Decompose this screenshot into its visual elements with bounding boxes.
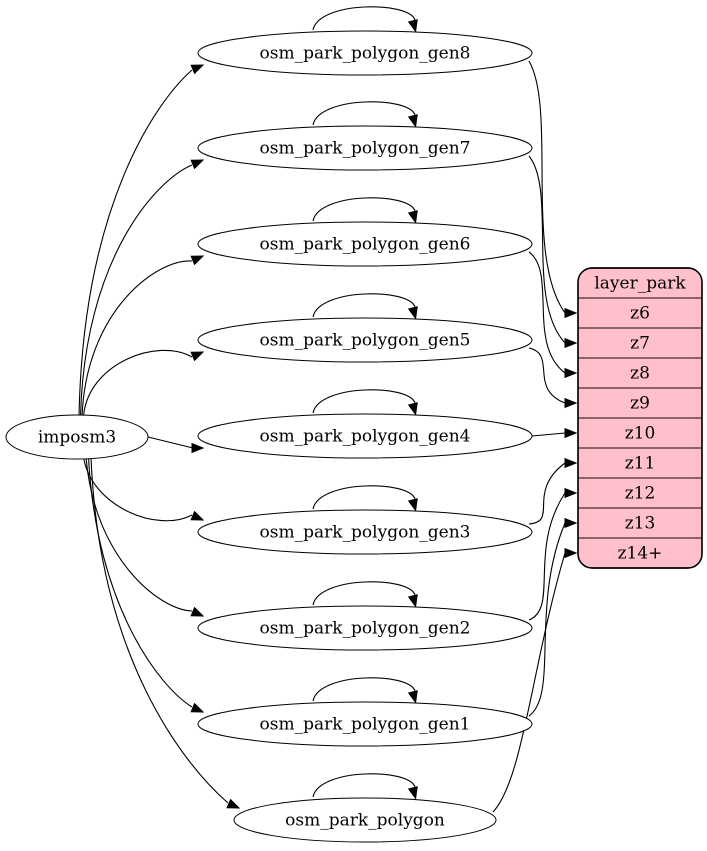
nodes-layer: osm_park_polygon_gen8 osm_park_polygon_ge… — [5, 30, 533, 843]
edges-layer — [78, 60, 578, 813]
self-loop-arrowhead — [407, 19, 418, 33]
node-osm_park_polygon_gen3-label: osm_park_polygon_gen3 — [260, 523, 471, 543]
edge-osm_park_polygon_gen1-to-z13 — [528, 522, 566, 717]
self-loop-osm_park_polygon_gen3 — [312, 485, 416, 510]
self-loop-osm_park_polygon — [312, 773, 416, 798]
node-osm_park_polygon_gen8[interactable] — [197, 30, 533, 76]
node-osm_park_polygon-label: osm_park_polygon — [285, 811, 445, 831]
node-osm_park_polygon_gen6[interactable] — [197, 221, 533, 267]
self-loop-arrowhead — [407, 210, 418, 224]
layer-park-row-z14+[interactable]: z14+ — [618, 544, 663, 564]
self-loop-arrowhead — [407, 594, 418, 608]
edge-osm_park_polygon_gen3-to-z11 — [528, 462, 566, 525]
edge-arrowhead — [190, 255, 205, 266]
edge-arrowhead — [564, 487, 578, 499]
self-loop-arrowhead — [407, 498, 418, 512]
edge-arrowhead — [564, 397, 578, 409]
self-loop-osm_park_polygon_gen2 — [312, 581, 416, 606]
edge-arrowhead — [564, 427, 578, 439]
layer-park-row-z6[interactable]: z6 — [630, 304, 650, 324]
layer-park-row-z12[interactable]: z12 — [625, 484, 656, 504]
edge-arrowhead — [190, 159, 205, 170]
self-loop-arrowhead — [407, 402, 418, 416]
self-loops-layer — [312, 6, 418, 800]
self-loop-osm_park_polygon_gen5 — [312, 293, 416, 318]
self-loop-arrowhead — [407, 114, 418, 128]
layer-park-table[interactable]: layer_park z6 z7 z8 z9 z10 z11 z12 z13 z14+ — [577, 267, 703, 569]
self-loop-osm_park_polygon_gen8 — [312, 6, 416, 31]
self-loop-arrowhead — [407, 786, 418, 800]
layer-park-row-z10[interactable]: z10 — [625, 424, 656, 444]
edge-osm_park_polygon_gen6-to-z8 — [528, 251, 566, 374]
node-osm_park_polygon_gen2-label: osm_park_polygon_gen2 — [260, 619, 471, 639]
edge-arrowhead — [190, 702, 205, 713]
layer-park-row-z11[interactable]: z11 — [625, 454, 656, 474]
self-loop-arrowhead — [407, 306, 418, 320]
layer-park-row-z9[interactable]: z9 — [630, 394, 650, 414]
self-loop-arrowhead — [407, 690, 418, 704]
self-loop-osm_park_polygon_gen6 — [312, 197, 416, 222]
layer-park-row-z13[interactable]: z13 — [625, 514, 656, 534]
edge-arrowhead — [190, 606, 205, 617]
edge-osm_park_polygon_gen4-to-z10 — [531, 432, 566, 437]
node-osm_park_polygon_gen5[interactable] — [197, 317, 533, 363]
edge-imposm3-to-osm_park_polygon_gen7 — [79, 164, 193, 417]
self-loop-osm_park_polygon_gen4 — [312, 389, 416, 414]
edge-imposm3-to-osm_park_polygon_gen2 — [85, 457, 193, 612]
node-osm_park_polygon_gen4-label: osm_park_polygon_gen4 — [260, 427, 471, 447]
node-osm_park_polygon_gen6-label: osm_park_polygon_gen6 — [260, 235, 471, 255]
edge-imposm3-to-osm_park_polygon — [90, 457, 229, 804]
edge-imposm3-to-osm_park_polygon_gen6 — [81, 260, 193, 417]
node-osm_park_polygon_gen8-label: osm_park_polygon_gen8 — [260, 44, 471, 64]
self-loop-osm_park_polygon_gen7 — [312, 101, 416, 126]
layer-park-border — [577, 267, 703, 569]
node-osm_park_polygon_gen2[interactable] — [197, 605, 533, 651]
edge-arrowhead — [190, 351, 205, 362]
edge-arrowhead — [564, 517, 578, 529]
edge-arrowhead — [564, 547, 578, 559]
node-osm_park_polygon_gen4[interactable] — [197, 413, 533, 459]
layer-park-row-z8[interactable]: z8 — [630, 364, 650, 384]
edge-imposm3-to-osm_park_polygon_gen1 — [87, 457, 193, 708]
edge-arrowhead — [564, 337, 578, 349]
edge-arrowhead — [564, 307, 578, 319]
edge-osm_park_polygon_gen2-to-z12 — [528, 492, 566, 621]
self-loop-osm_park_polygon_gen1 — [312, 677, 416, 702]
node-osm_park_polygon[interactable] — [233, 797, 497, 843]
node-imposm3-label: imposm3 — [38, 428, 116, 448]
edge-arrowhead — [191, 442, 205, 454]
edge-arrowhead — [190, 510, 205, 521]
edge-osm_park_polygon-to-z14+ — [492, 552, 566, 813]
node-osm_park_polygon_gen7[interactable] — [197, 125, 533, 171]
layer-park-header: layer_park — [594, 274, 686, 294]
edge-imposm3-to-osm_park_polygon_gen5 — [82, 349, 193, 417]
node-osm_park_polygon_gen1[interactable] — [197, 701, 533, 747]
edge-arrowhead — [564, 367, 578, 379]
node-osm_park_polygon_gen7-label: osm_park_polygon_gen7 — [260, 139, 471, 159]
node-osm_park_polygon_gen5-label: osm_park_polygon_gen5 — [260, 331, 471, 351]
edge-osm_park_polygon_gen5-to-z9 — [528, 347, 566, 404]
edge-imposm3-to-osm_park_polygon_gen3 — [82, 457, 193, 522]
node-osm_park_polygon_gen3[interactable] — [197, 509, 533, 555]
edge-osm_park_polygon_gen7-to-z7 — [528, 155, 566, 344]
edge-arrowhead — [190, 64, 205, 75]
edge-arrowhead — [226, 798, 241, 809]
layer-park-row-z7[interactable]: z7 — [630, 334, 650, 354]
edge-arrowhead — [564, 457, 578, 469]
edge-imposm3-to-osm_park_polygon_gen4 — [147, 436, 194, 449]
node-osm_park_polygon_gen1-label: osm_park_polygon_gen1 — [260, 715, 471, 735]
edge-imposm3-to-osm_park_polygon_gen8 — [78, 69, 193, 417]
edge-osm_park_polygon_gen8-to-z6 — [528, 60, 566, 314]
node-imposm3[interactable] — [5, 414, 149, 460]
